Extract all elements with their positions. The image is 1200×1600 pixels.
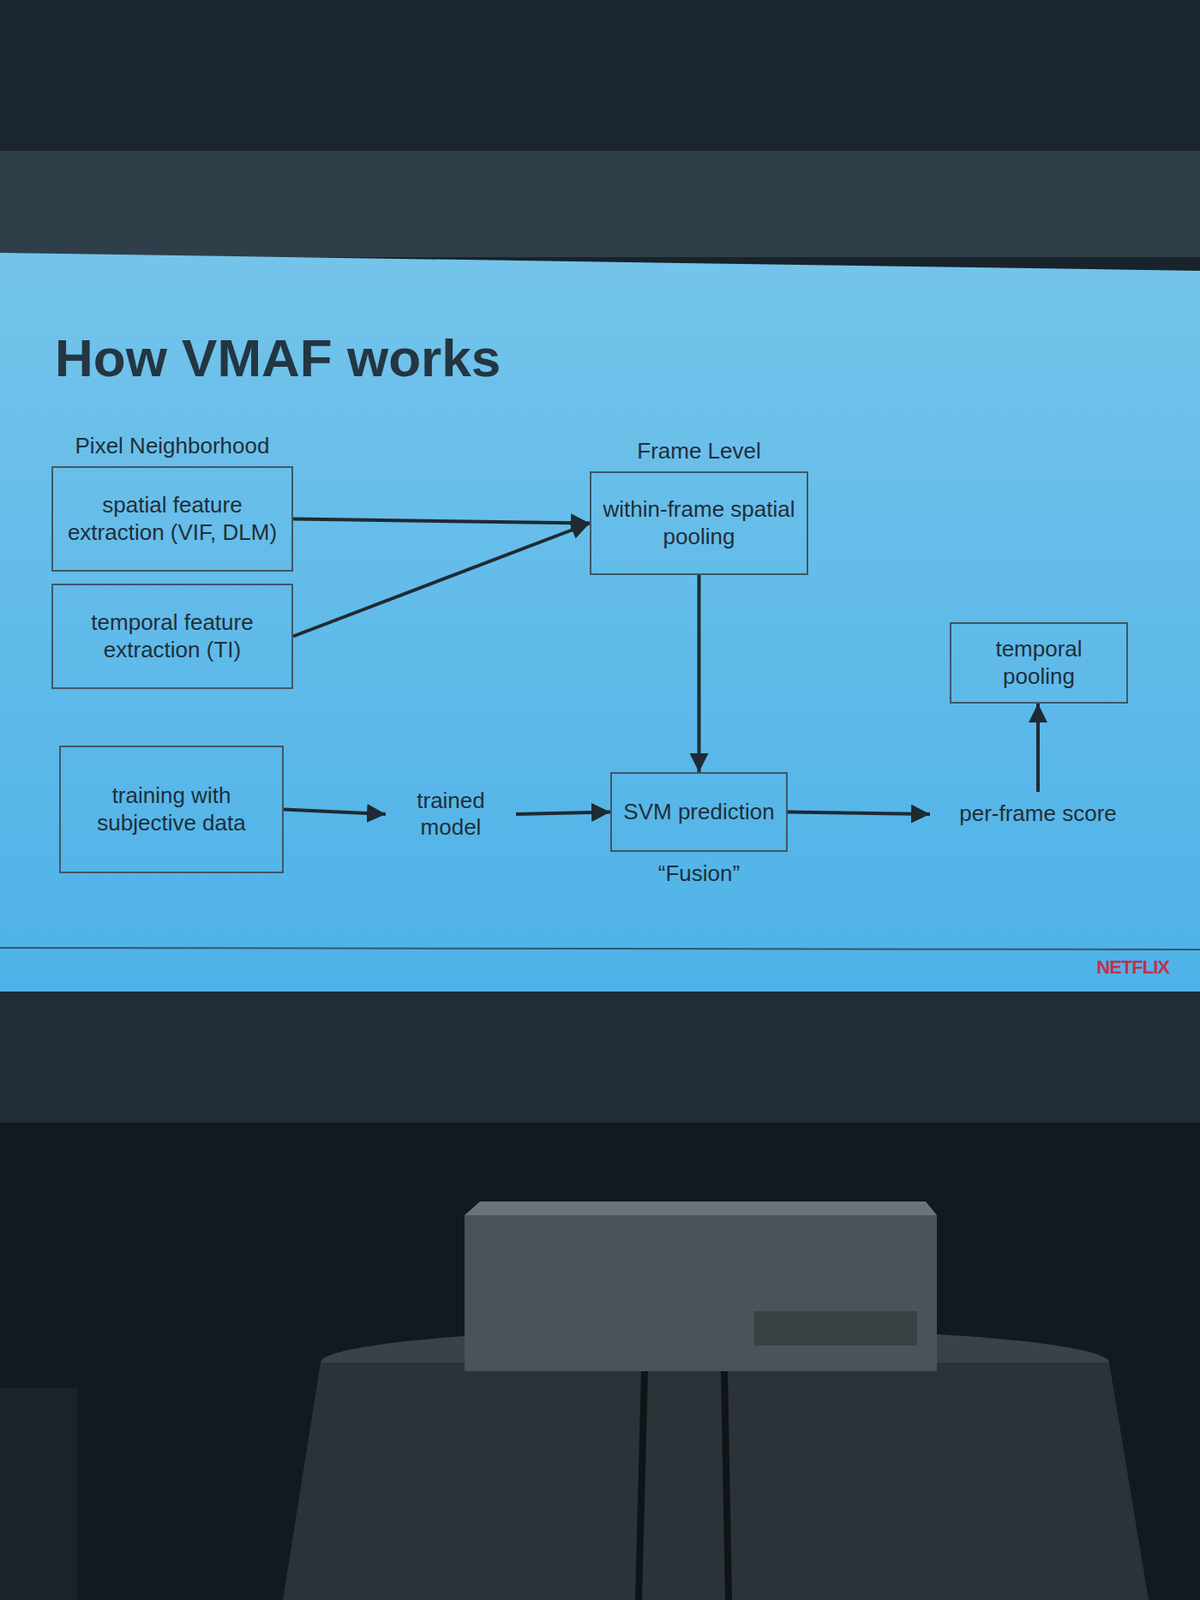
column-heading: Frame Level xyxy=(636,438,762,465)
process-box: training with subjective data xyxy=(59,745,284,874)
chair xyxy=(0,1388,78,1600)
box-text: trained model xyxy=(390,787,511,841)
flow-arrow xyxy=(293,523,590,637)
wall-band xyxy=(0,150,1200,258)
cable xyxy=(724,1371,729,1600)
data-label-node: trained model xyxy=(390,781,511,847)
brand-watermark: NETFLIX xyxy=(1096,956,1170,979)
process-box: Pixel Neighborhoodspatial feature extrac… xyxy=(51,466,294,572)
box-text: spatial feature extraction (VIF, DLM) xyxy=(53,492,292,546)
cable xyxy=(638,1371,645,1600)
slide-title: How VMAF works xyxy=(54,327,501,389)
process-box: temporal feature extraction (TI) xyxy=(51,583,294,690)
projection-screen xyxy=(0,252,1200,992)
box-text: within-frame spatial pooling xyxy=(591,496,807,550)
box-caption: “Fusion” xyxy=(658,860,740,888)
table-cloth xyxy=(282,1362,1149,1600)
screen-border xyxy=(0,991,1200,1129)
box-text: temporal feature extraction (TI) xyxy=(53,609,292,663)
flow-arrow xyxy=(283,810,386,816)
box-text: SVM prediction xyxy=(616,798,781,826)
slide-rule xyxy=(0,948,1200,950)
flow-arrow xyxy=(1036,703,1040,792)
process-box: SVM prediction“Fusion” xyxy=(610,772,788,852)
box-text: temporal pooling xyxy=(951,636,1127,690)
flow-arrow xyxy=(293,519,590,524)
column-heading: Pixel Neighborhood xyxy=(75,432,270,460)
process-box: temporal pooling xyxy=(949,622,1128,704)
flow-arrow xyxy=(787,812,930,816)
data-label-node: per-frame score xyxy=(935,797,1141,832)
projector-body xyxy=(464,1215,937,1372)
projector-top xyxy=(464,1201,937,1216)
box-text: per-frame score xyxy=(952,800,1124,828)
flow-arrow xyxy=(697,575,702,773)
process-box: Frame Levelwithin-frame spatial pooling xyxy=(589,471,809,576)
floor-shadow xyxy=(0,1122,1200,1600)
projector-vent xyxy=(754,1311,918,1346)
flow-arrow xyxy=(516,812,611,816)
box-text: training with subjective data xyxy=(60,782,282,836)
ceiling xyxy=(0,0,1200,155)
